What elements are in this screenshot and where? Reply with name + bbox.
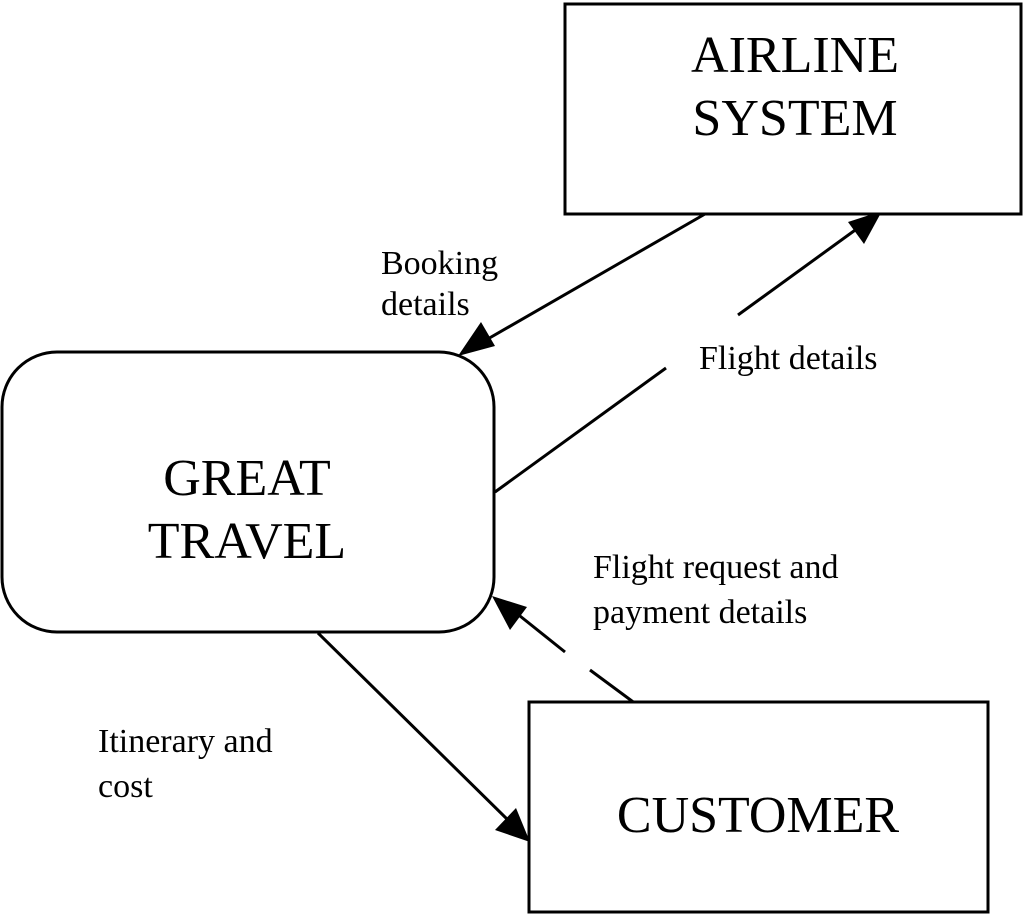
booking-details-label-line2: details [381,286,470,323]
flight-details-label: Flight details [699,340,878,377]
airline-system-label-line2: SYSTEM [692,90,897,147]
airline-system-box [563,2,1023,216]
great-travel-label-line2: TRAVEL [148,513,346,570]
flight-request-flow-line-lower [589,668,637,706]
itinerary-arrowhead [495,808,530,842]
great-travel-box [0,350,496,634]
airline-system-label-line1: AIRLINE [691,27,899,84]
flight-request-label-line1: Flight request and [593,549,839,586]
itinerary-flow-line [316,631,510,822]
flight-details-label-line1: Flight details [699,340,878,377]
customer-label: CUSTOMER [617,787,900,844]
booking-details-label: Booking details [381,245,498,323]
airline-system-node: AIRLINE SYSTEM [563,2,1023,216]
great-travel-node: GREAT TRAVEL [0,350,496,634]
customer-node: CUSTOMER [527,700,990,914]
itinerary-label-line1: Itinerary and [98,723,273,760]
flight-details-arrowhead [848,211,882,244]
booking-details-arrowhead [458,322,495,356]
flight-details-flow-line-lower [494,366,667,494]
customer-box [527,700,990,914]
great-travel-label-line1: GREAT [163,450,331,507]
flight-details-flow-line-upper [737,226,859,317]
flight-request-label: Flight request and payment details [593,549,839,631]
flight-request-arrowhead [492,596,527,630]
booking-details-label-line1: Booking [381,245,498,282]
itinerary-label: Itinerary and cost [98,723,273,805]
booking-details-flow-line [485,212,706,342]
flight-request-flow-line-upper [514,610,566,654]
flight-request-label-line2: payment details [593,594,807,631]
itinerary-label-line2: cost [98,768,153,805]
